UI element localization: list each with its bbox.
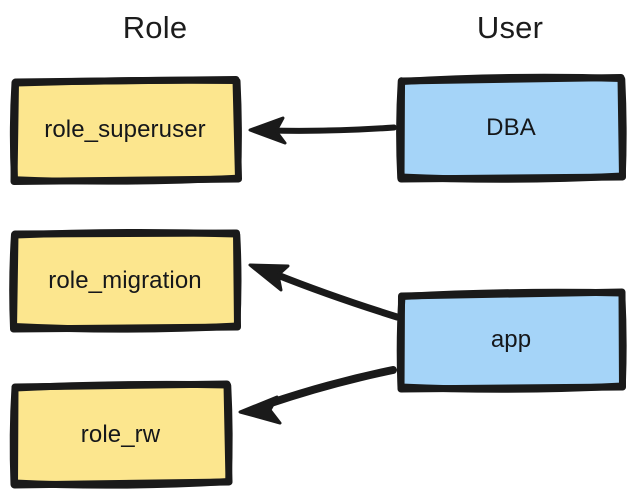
column-header-user: User	[476, 10, 544, 45]
node-role-superuser[interactable]: role_superuser	[9, 76, 242, 185]
edge-dba-to-role-superuser	[248, 116, 397, 145]
node-shape-app	[396, 288, 627, 393]
node-dba[interactable]: DBA	[396, 73, 627, 183]
node-shape-role-rw	[9, 380, 233, 489]
node-role-migration[interactable]: role_migration	[9, 228, 242, 333]
node-label-role-migration: role_migration	[48, 266, 202, 294]
node-shape-role-superuser	[9, 76, 242, 185]
node-app[interactable]: app	[396, 288, 627, 393]
edge-app-to-role-rw	[238, 366, 397, 425]
node-label-app: app	[490, 326, 532, 353]
node-shape-dba	[396, 73, 627, 183]
node-label-dba: DBA	[486, 114, 536, 141]
column-header-role: Role	[122, 10, 188, 45]
node-shape-role-migration	[9, 228, 242, 333]
node-label-role-superuser: role_superuser	[44, 116, 206, 143]
edge-app-to-role-migration	[248, 263, 401, 321]
node-role-rw[interactable]: role_rw	[9, 380, 233, 489]
node-label-role-rw: role_rw	[80, 421, 161, 448]
